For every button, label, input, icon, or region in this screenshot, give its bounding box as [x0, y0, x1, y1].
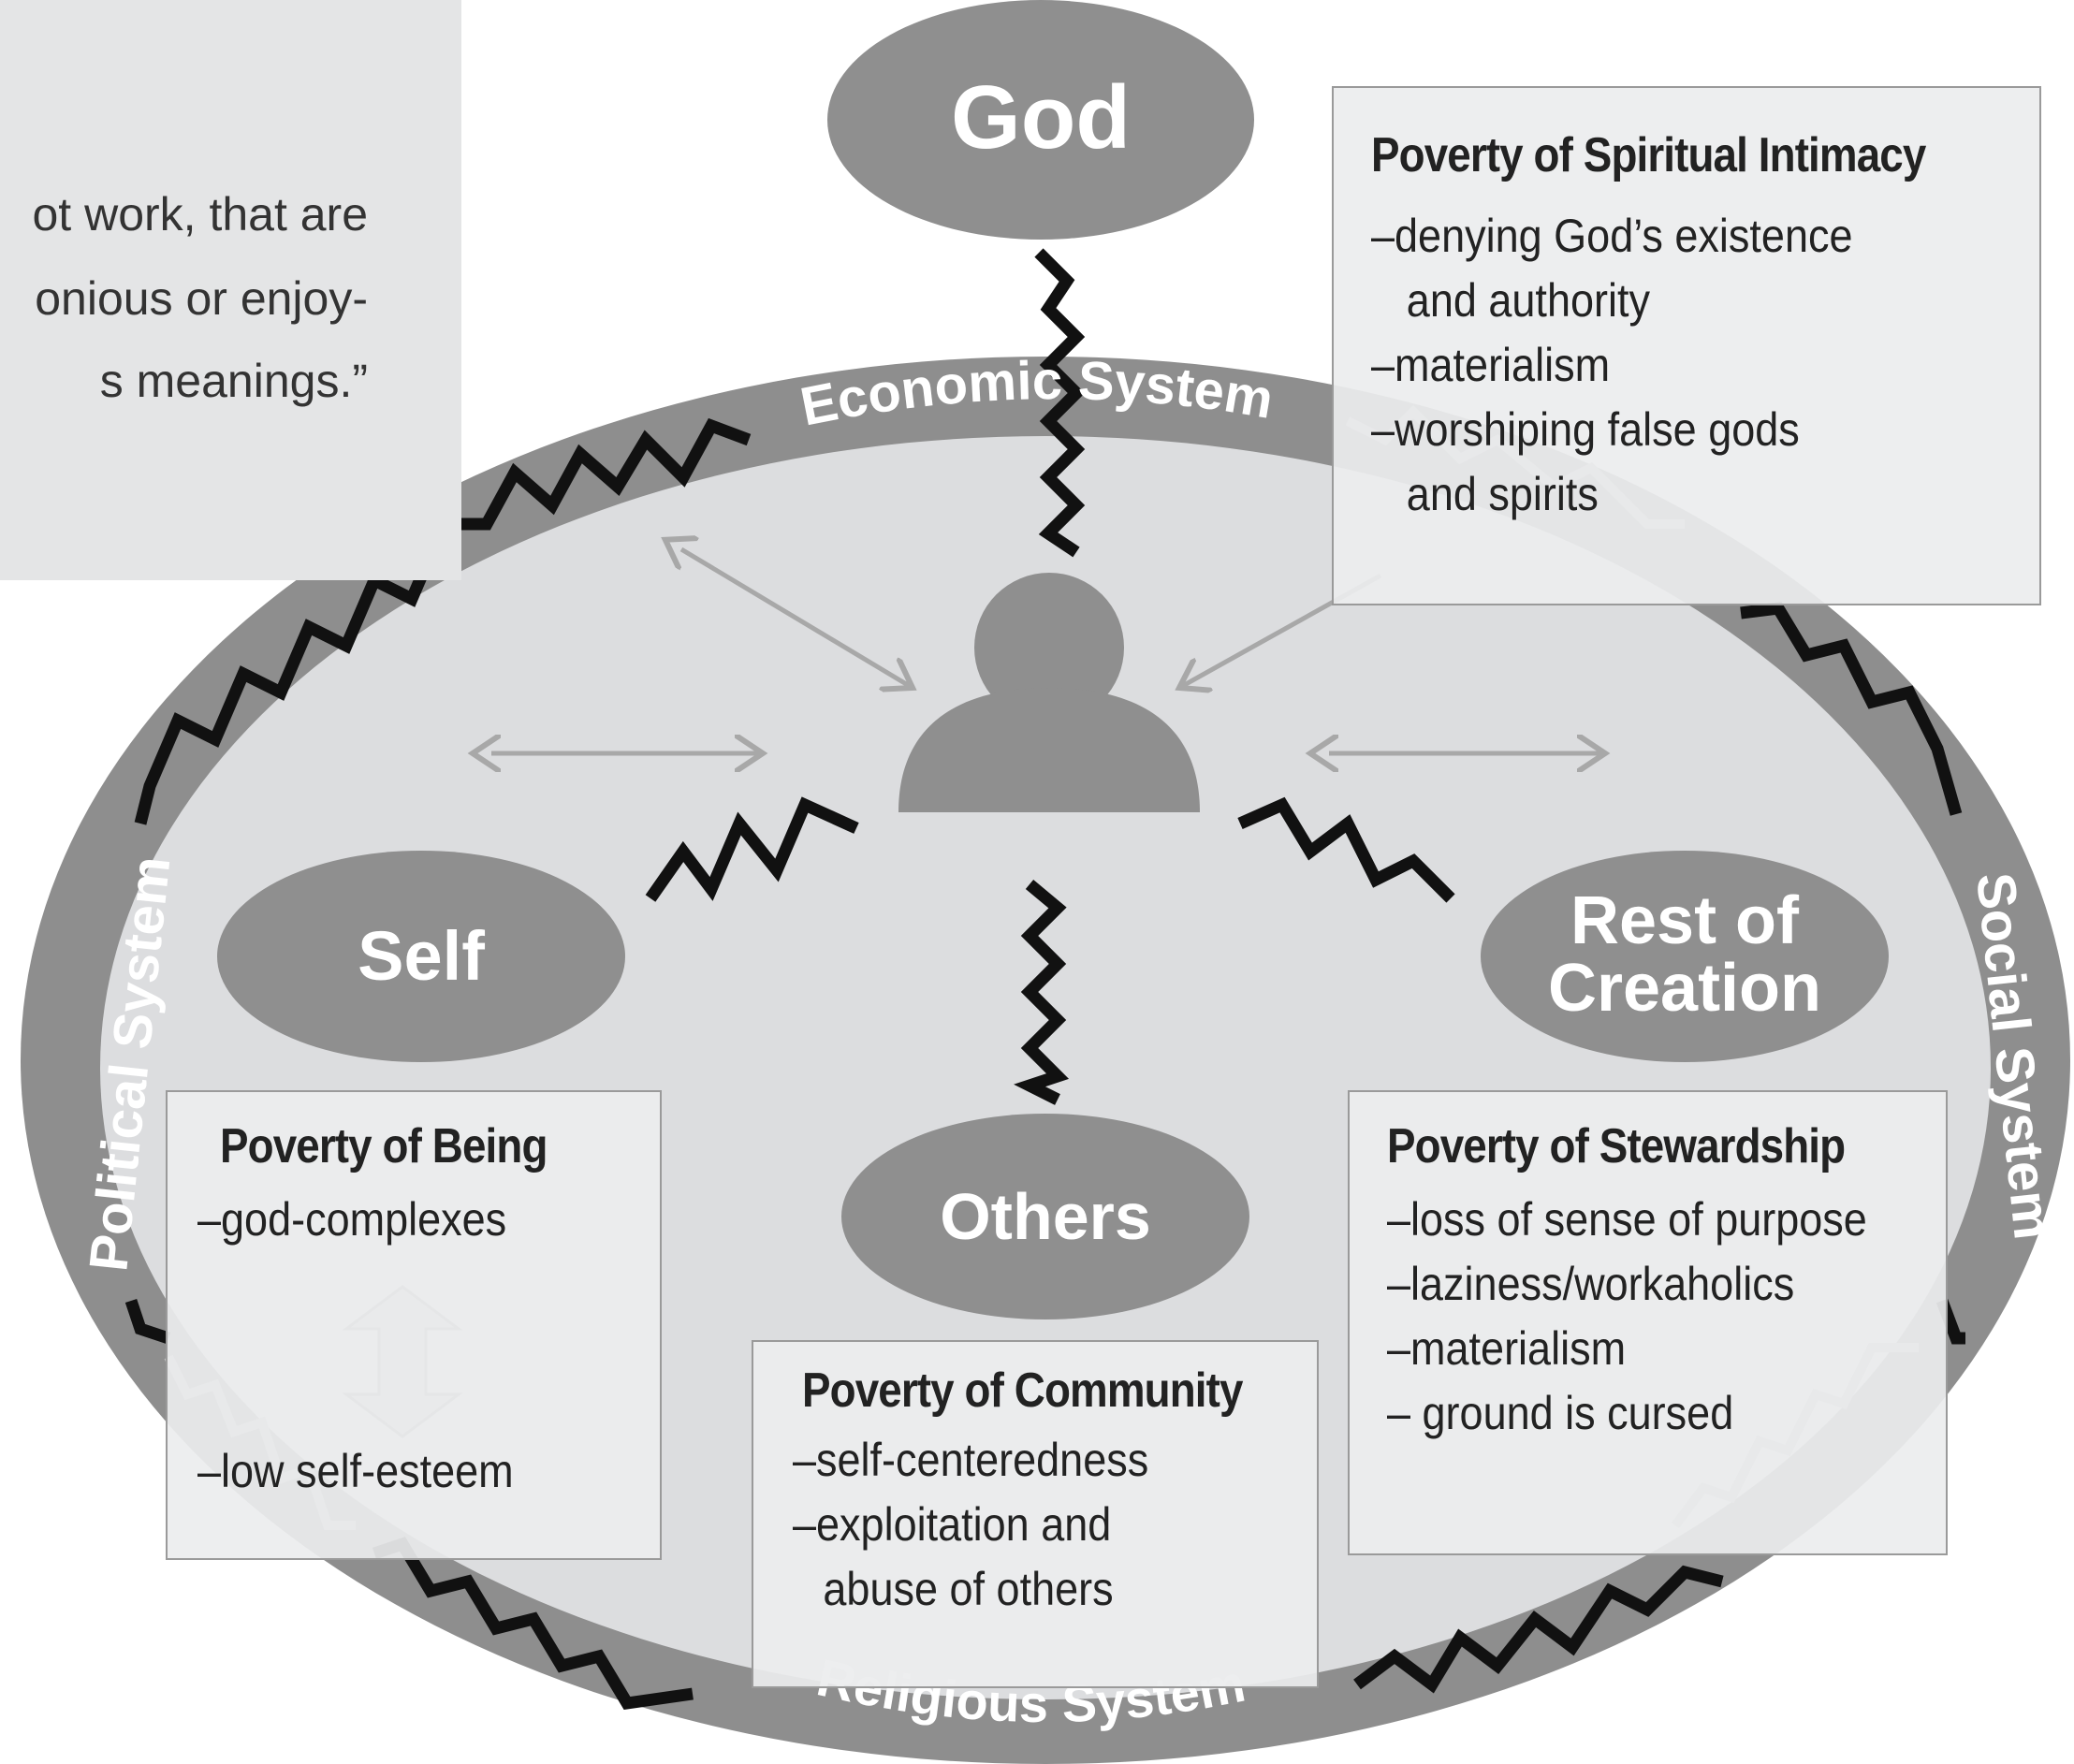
- list-item: –materialism: [1387, 1322, 1627, 1375]
- zigzag-left-lower: [124, 1298, 171, 1345]
- creation-node: [1481, 851, 1889, 1062]
- list-item: –loss of sense of purpose: [1387, 1193, 1867, 1246]
- ring-zigzags: [124, 417, 1965, 1711]
- self-node: [217, 851, 625, 1062]
- person-icon: [898, 573, 1200, 812]
- creation-label: Rest of Creation: [1516, 887, 1853, 1022]
- list-item: –god-complexes: [197, 1193, 507, 1246]
- stewardship-title: Poverty of Stewardship: [1387, 1119, 1846, 1174]
- zigzag-right-upper: [1740, 602, 1963, 816]
- being-title: Poverty of Being: [220, 1119, 548, 1174]
- list-item: –materialism: [1371, 339, 1611, 391]
- being-box: Poverty of Being –god-complexes –low sel…: [166, 1090, 662, 1560]
- zigzag-top-left: [459, 417, 752, 531]
- others-label: Others: [940, 1180, 1151, 1253]
- community-title: Poverty of Community: [802, 1363, 1243, 1418]
- god-label: God: [951, 67, 1131, 168]
- zigzag-bottom-right: [1353, 1565, 1724, 1694]
- creation-label-line2: Creation: [1547, 951, 1822, 1026]
- list-item: –worshiping false gods and spirits: [1371, 403, 1800, 520]
- self-label: Self: [358, 917, 485, 995]
- list-item: –laziness/workaholics: [1387, 1258, 1795, 1310]
- list-item: –exploitation and abuse of others: [793, 1498, 1114, 1615]
- zigzag-left-upper: [134, 531, 445, 825]
- list-item: –low self-esteem: [197, 1445, 514, 1497]
- creation-label-line1: Rest of: [1570, 883, 1800, 958]
- stewardship-box: Poverty of Stewardship –loss of sense of…: [1348, 1090, 1948, 1555]
- quote-line-2: onious or enjoy-: [35, 272, 368, 325]
- quote-line-1: ot work, that are: [32, 188, 369, 241]
- spiritual-intimacy-box: Poverty of Spiritual Intimacy –denying G…: [1332, 86, 2041, 605]
- community-box: Poverty of Community –self-centeredness …: [752, 1340, 1319, 1688]
- list-item: –self-centeredness: [793, 1434, 1149, 1486]
- list-item: – ground is cursed: [1387, 1387, 1734, 1439]
- list-item: –denying God’s existence and authority: [1371, 210, 1853, 327]
- quote-line-3: s meanings.”: [99, 355, 368, 407]
- relationship-zigzags: [645, 796, 1455, 1105]
- zigzag-bottom-left: [372, 1537, 694, 1711]
- spiritual-intimacy-title: Poverty of Spiritual Intimacy: [1371, 128, 1926, 182]
- zigzag-god: [1034, 248, 1086, 558]
- god-node: [827, 0, 1254, 240]
- quote-box: ot work, that are onious or enjoy- s mea…: [0, 0, 461, 580]
- others-node: [841, 1114, 1249, 1319]
